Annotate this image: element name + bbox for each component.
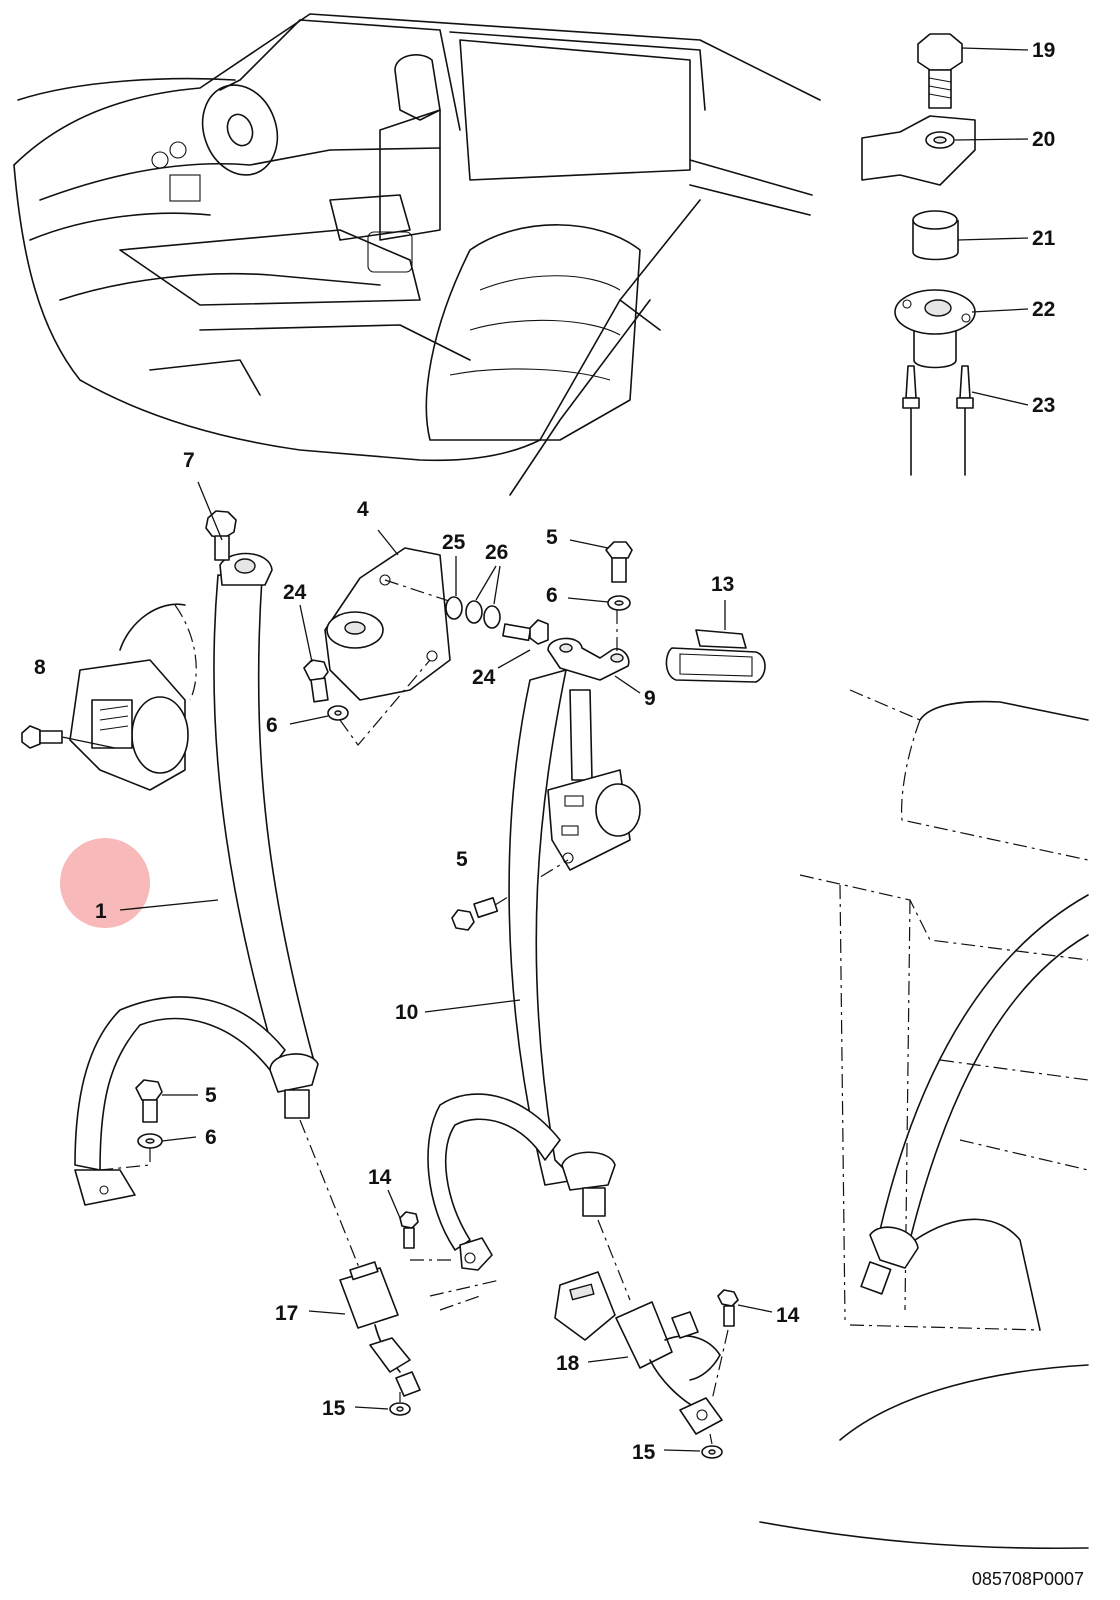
callout-7: 7	[183, 449, 195, 472]
bolt-5-retractor	[451, 859, 569, 931]
callout-26: 26	[485, 541, 508, 564]
retractor-8	[69, 603, 197, 791]
rear-centre-retractor	[547, 689, 641, 871]
bolt-8	[21, 725, 116, 749]
top-right-leaders	[954, 47, 1029, 406]
callout-17: 17	[275, 1302, 298, 1325]
callout-13: 13	[711, 573, 734, 596]
callout-24: 24	[472, 666, 496, 689]
callout-9: 9	[644, 687, 656, 710]
bolt-19	[917, 33, 963, 109]
callout-5: 5	[456, 848, 468, 871]
callout-25: 25	[442, 531, 466, 554]
callout-1: 1	[95, 900, 107, 923]
callout-10: 10	[395, 1001, 418, 1024]
buckle-18	[554, 1271, 723, 1435]
callout-15: 15	[322, 1397, 346, 1420]
callout-18: 18	[556, 1352, 580, 1375]
bolt-24-left	[299, 604, 431, 746]
callout-23: 23	[1032, 394, 1055, 417]
washer-6-left	[289, 705, 349, 725]
callout-6: 6	[266, 714, 278, 737]
rivets-23	[902, 365, 974, 476]
callout-5: 5	[205, 1084, 217, 1107]
anchor-9	[547, 610, 641, 694]
callout-24: 24	[283, 581, 307, 604]
washer-15-right	[663, 1433, 723, 1459]
callout-labels: 1 4 5 5 5 6 6 6 7 8 9 10 13 14 14 15 15 …	[34, 39, 1056, 1464]
upper-anchor-4	[324, 529, 453, 701]
callout-14: 14	[368, 1166, 392, 1189]
bolt-24-right	[497, 619, 549, 669]
callout-6: 6	[546, 584, 558, 607]
rear-centre-webbing-10	[424, 669, 616, 1311]
callout-22: 22	[1032, 298, 1055, 321]
cover-13	[665, 600, 766, 683]
bolt-5-lap-anchor	[99, 1079, 198, 1171]
callout-21: 21	[1032, 227, 1056, 250]
callout-8: 8	[34, 656, 46, 679]
buckle-17	[308, 1261, 421, 1397]
rivnut-plate-22	[894, 289, 976, 369]
callout-1-leader	[119, 899, 219, 911]
washer-6-anchor-9	[567, 595, 631, 611]
washer-15-left	[354, 1392, 411, 1416]
bolt-14-right	[711, 1289, 773, 1401]
callout-20: 20	[1032, 128, 1055, 151]
callout-6: 6	[205, 1126, 217, 1149]
callout-14: 14	[776, 1304, 800, 1327]
highlight-marker	[60, 838, 150, 928]
callout-15: 15	[632, 1441, 656, 1464]
car-interior-overview	[13, 13, 821, 496]
bracket-20	[861, 115, 976, 186]
callout-4: 4	[357, 498, 369, 521]
callout-5: 5	[546, 526, 558, 549]
front-belt-webbing-1	[74, 552, 319, 1206]
bolt-5-anchor-9	[569, 539, 633, 583]
spacer-21	[912, 210, 959, 261]
bolt-14-left	[387, 1189, 455, 1261]
callout-19: 19	[1032, 39, 1055, 62]
drawing-reference-number: 085708P0007	[972, 1569, 1084, 1589]
rear-seat-outline	[759, 689, 1089, 1550]
bolt-7	[197, 481, 237, 561]
washers-25-26	[445, 556, 501, 629]
